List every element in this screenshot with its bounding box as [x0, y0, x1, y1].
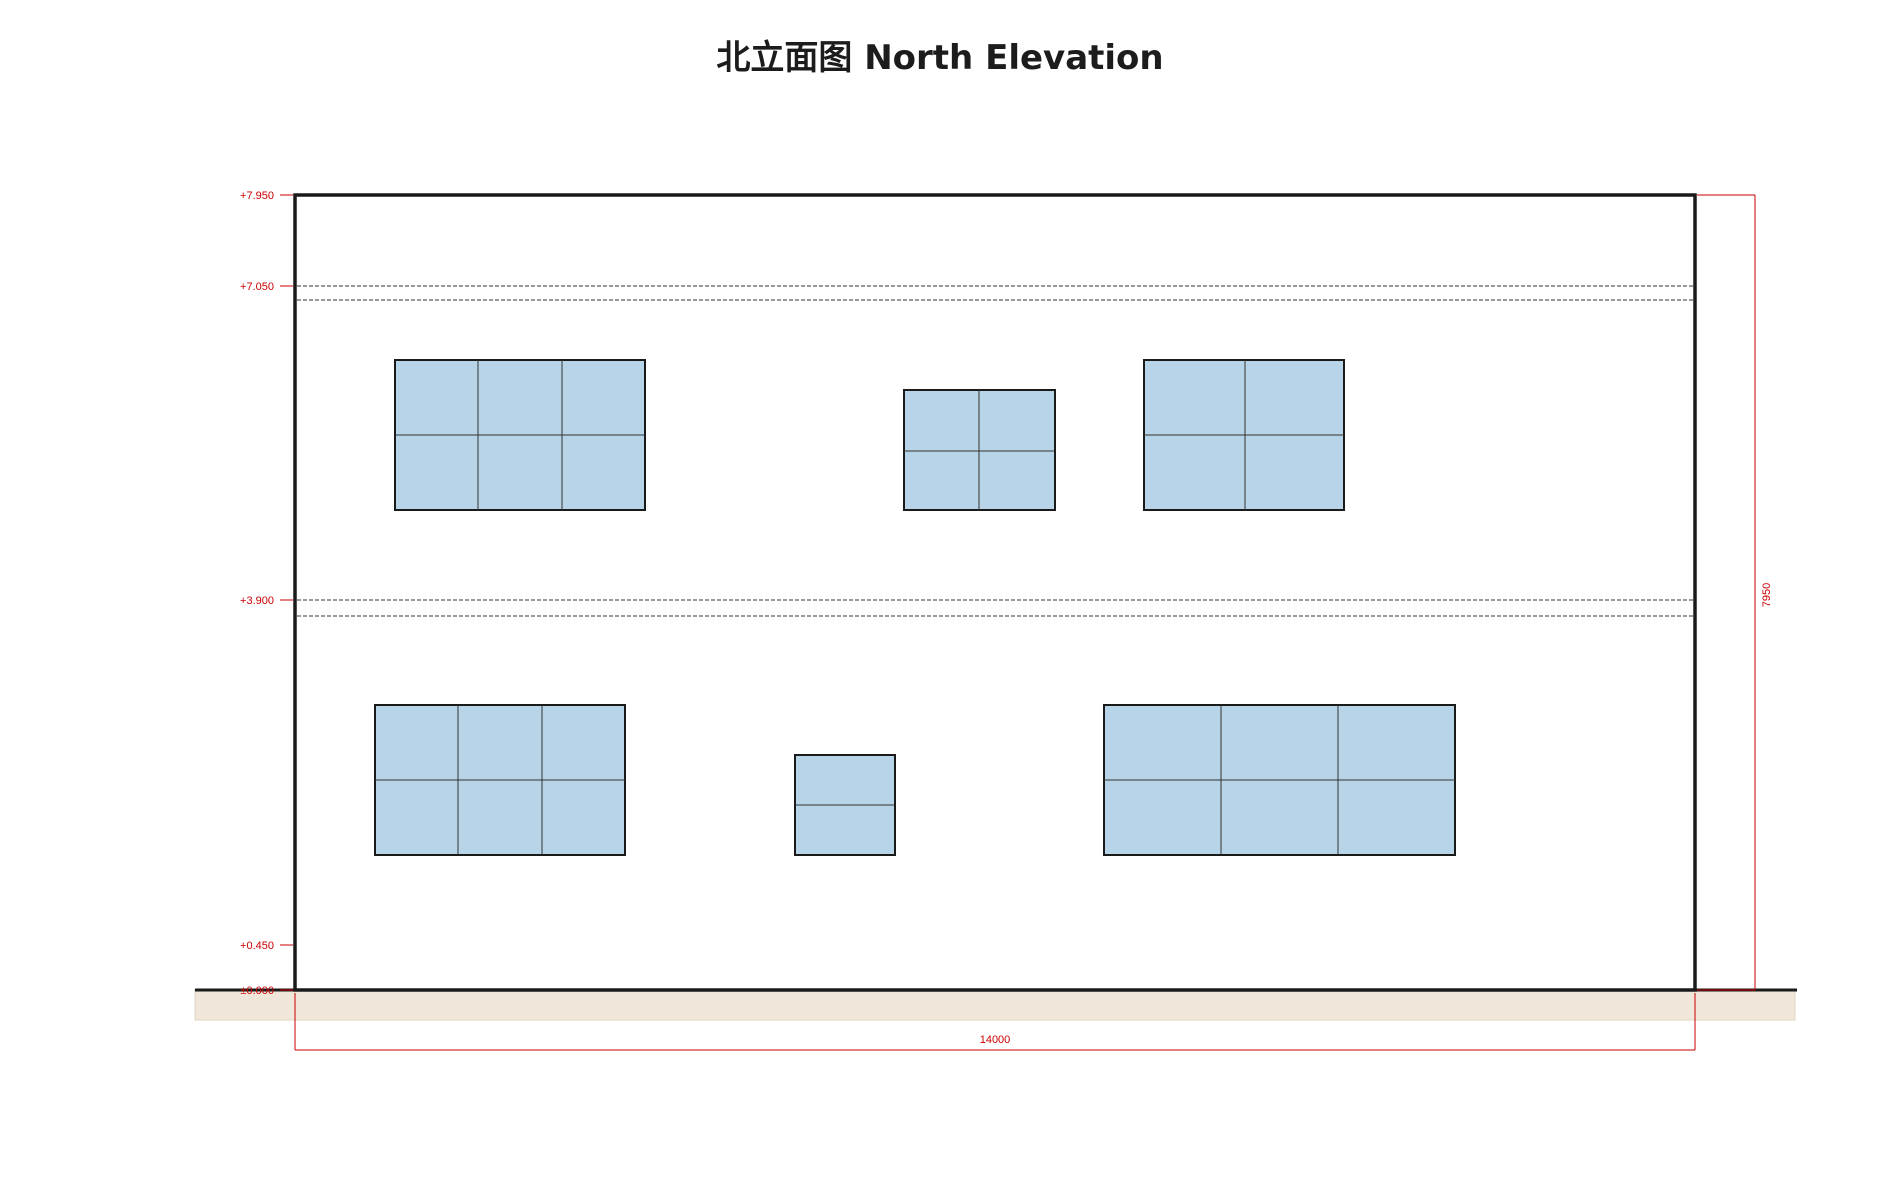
level-label-eave: +7.050 [240, 281, 274, 293]
drawing-title: 北立面图 North Elevation [716, 38, 1164, 78]
building-outline [293, 193, 1697, 992]
window-lower-right [1103, 704, 1456, 856]
level-label-plinth: +0.450 [240, 940, 274, 952]
level-marker-floor2: +3.900 [240, 595, 293, 607]
width-dimension-label: 14000 [980, 1034, 1011, 1046]
window-upper-left [394, 359, 646, 511]
level-marker-ground: ±0.000 [240, 985, 293, 997]
window-upper-right [1143, 359, 1345, 511]
ground-strip [194, 989, 1796, 1021]
window-lower-center [794, 754, 896, 856]
height-dimension [1697, 194, 1756, 991]
window-upper-center [903, 389, 1056, 511]
level-label-roof: +7.950 [240, 190, 274, 202]
level-marker-plinth: +0.450 [240, 940, 293, 952]
height-dimension-label: 7950 [1761, 583, 1773, 607]
level-label-floor2: +3.900 [240, 595, 274, 607]
eave-band [297, 285, 1693, 301]
level-marker-roof: +7.950 [240, 190, 293, 202]
window-lower-left [374, 704, 626, 856]
floor-band [297, 599, 1693, 617]
level-marker-eave: +7.050 [240, 281, 293, 293]
width-dimension [294, 993, 1696, 1051]
level-label-ground: ±0.000 [240, 985, 274, 997]
